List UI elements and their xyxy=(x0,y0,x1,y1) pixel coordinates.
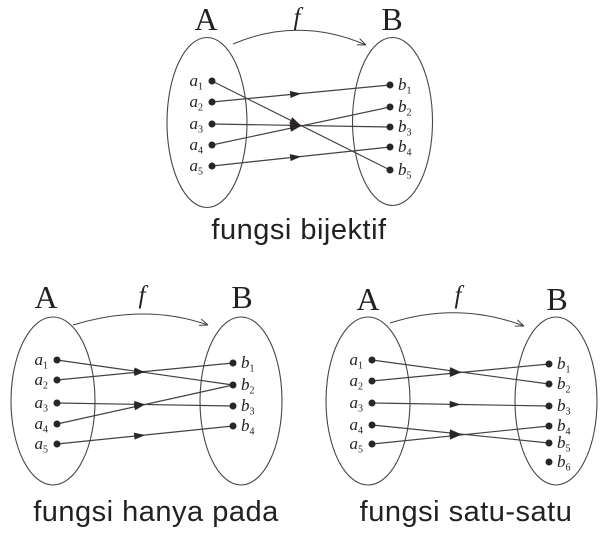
set-a-label: A xyxy=(356,281,379,317)
element-dot-a3 xyxy=(368,399,376,407)
element-dot-b3 xyxy=(386,123,394,131)
set-b-label: B xyxy=(381,1,402,37)
element-dot-b1 xyxy=(545,360,553,368)
mapping-arrowhead-a5-b4 xyxy=(133,432,146,440)
element-label-a5: a5 xyxy=(190,156,204,178)
element-dot-b6 xyxy=(545,458,553,466)
mapping-arrowhead-a5-b4 xyxy=(449,432,461,440)
element-label-b5: b5 xyxy=(398,160,412,182)
element-label-a1: a1 xyxy=(350,350,364,372)
element-dot-a3 xyxy=(53,399,61,407)
element-dot-a4 xyxy=(53,420,61,428)
element-label-a1: a1 xyxy=(35,350,49,372)
element-label-b1: b1 xyxy=(557,354,571,376)
element-dot-a1 xyxy=(53,356,61,364)
element-label-b5: b5 xyxy=(557,433,571,455)
mapping-arrowhead-a4-b2 xyxy=(289,124,302,132)
element-dot-a5 xyxy=(368,440,376,448)
function-label: f xyxy=(139,282,149,309)
element-dot-b4 xyxy=(386,143,394,151)
set-b-ellipse xyxy=(514,316,598,486)
element-label-a5: a5 xyxy=(35,434,49,456)
element-label-b1: b1 xyxy=(398,75,412,97)
element-dot-a5 xyxy=(208,162,216,170)
element-label-b4: b4 xyxy=(557,416,571,438)
element-dot-b1 xyxy=(386,81,394,89)
set-a-ellipse xyxy=(10,316,96,486)
element-dot-b2 xyxy=(386,103,394,111)
element-label-b2: b2 xyxy=(241,375,255,397)
element-dot-a5 xyxy=(53,440,61,448)
element-dot-a2 xyxy=(368,377,376,385)
element-dot-b4 xyxy=(545,422,553,430)
set-b-ellipse xyxy=(199,316,283,486)
element-label-b3: b3 xyxy=(398,117,412,139)
element-dot-a1 xyxy=(368,356,376,364)
element-label-a3: a3 xyxy=(190,114,204,136)
function-arrow xyxy=(72,313,209,326)
set-a-label: A xyxy=(194,1,217,37)
function-arrow xyxy=(389,312,525,327)
function-arrowhead-wing xyxy=(517,319,525,327)
element-label-a4: a4 xyxy=(35,414,49,436)
set-a-ellipse xyxy=(325,316,411,486)
element-label-a2: a2 xyxy=(350,371,364,393)
element-label-a2: a2 xyxy=(35,370,49,392)
mapping-arrowhead-a5-b4 xyxy=(289,154,302,162)
function-label: f xyxy=(294,4,304,31)
element-dot-b5 xyxy=(545,439,553,447)
element-label-a3: a3 xyxy=(350,393,364,415)
element-dot-b3 xyxy=(545,402,553,410)
element-label-a1: a1 xyxy=(190,71,204,93)
element-dot-b2 xyxy=(229,381,237,389)
element-label-b2: b2 xyxy=(398,97,412,119)
element-label-b6: b6 xyxy=(557,452,571,474)
set-a-label: A xyxy=(34,279,57,315)
element-dot-b2 xyxy=(545,380,553,388)
element-label-b3: b3 xyxy=(557,396,571,418)
element-label-b2: b2 xyxy=(557,374,571,396)
set-b-label: B xyxy=(546,281,567,317)
function-arrowhead-wing xyxy=(359,38,367,46)
element-dot-b4 xyxy=(229,422,237,430)
element-dot-b1 xyxy=(229,359,237,367)
function-arrowhead-wing xyxy=(200,318,209,326)
mapping-arrowhead-a2-b1 xyxy=(289,91,302,99)
element-label-b3: b3 xyxy=(241,396,255,418)
element-dot-a2 xyxy=(208,98,216,106)
element-label-a4: a4 xyxy=(190,135,204,157)
mapping-arrowhead-a4-b2 xyxy=(133,403,146,411)
element-label-a5: a5 xyxy=(350,434,364,456)
function-label: f xyxy=(455,282,465,309)
element-label-b1: b1 xyxy=(241,353,255,375)
set-a-ellipse xyxy=(166,36,248,209)
element-dot-b5 xyxy=(386,166,394,174)
element-label-b4: b4 xyxy=(241,416,255,438)
element-dot-a2 xyxy=(53,376,61,384)
caption-fungsi-bijektif: fungsi bijektif xyxy=(211,214,387,246)
mapping-arrowhead-a2-b1 xyxy=(449,370,461,378)
mapping-arrowhead-a3-b3 xyxy=(449,400,461,408)
element-dot-a4 xyxy=(368,421,376,429)
element-dot-b3 xyxy=(229,402,237,410)
element-dot-a4 xyxy=(208,141,216,149)
set-b-label: B xyxy=(231,279,252,315)
function-arrow xyxy=(232,29,367,46)
set-b-ellipse xyxy=(351,36,434,207)
element-dot-a3 xyxy=(208,120,216,128)
element-label-a4: a4 xyxy=(350,415,364,437)
mapping-arrowhead-a2-b1 xyxy=(133,369,146,377)
element-label-a3: a3 xyxy=(35,393,49,415)
element-label-a2: a2 xyxy=(190,92,204,114)
caption-fungsi-hanya-pada: fungsi hanya pada xyxy=(33,496,279,528)
element-dot-a1 xyxy=(208,77,216,85)
element-label-b4: b4 xyxy=(398,137,412,159)
caption-fungsi-satu-satu: fungsi satu-satu xyxy=(359,496,573,528)
